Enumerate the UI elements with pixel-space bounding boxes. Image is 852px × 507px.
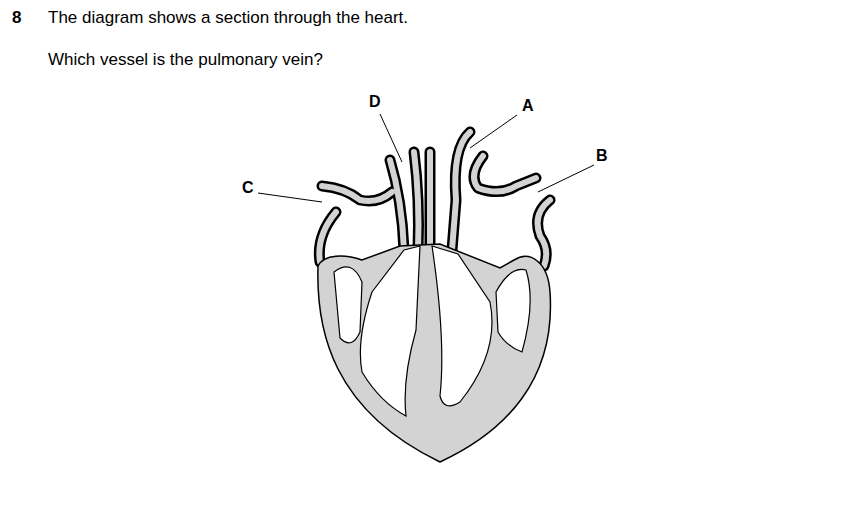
callout-letter: C [242,178,254,197]
question-text: Which vessel is the pulmonary vein? [48,50,323,70]
question-text: The diagram shows a section through the … [48,8,408,28]
callout-letter: B [596,146,608,165]
question-number: 8 [12,8,21,28]
callout-letter: D [369,92,381,111]
callout-letter: A [522,96,534,115]
